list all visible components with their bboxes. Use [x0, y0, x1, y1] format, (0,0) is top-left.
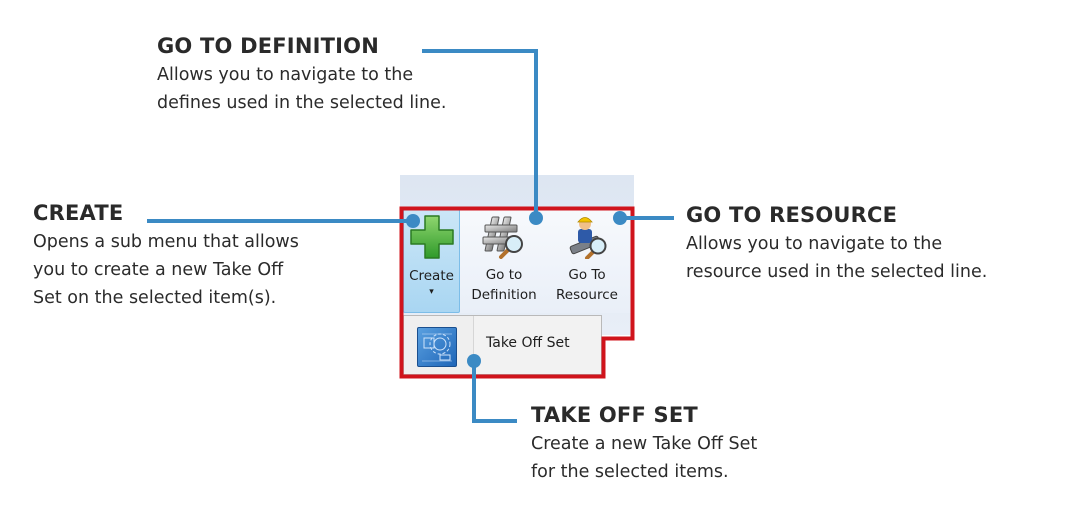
- go-to-definition-label-1: Go to: [485, 267, 523, 283]
- create-button-label: Create: [409, 268, 454, 284]
- callout-go-to-definition: GO TO DEFINITION Allows you to navigate …: [157, 33, 446, 117]
- go-to-definition-button[interactable]: Go to Definition: [463, 209, 545, 313]
- callout-desc-line: Set on the selected item(s).: [33, 288, 277, 308]
- go-to-resource-button[interactable]: Go To Resource: [547, 209, 627, 313]
- callout-description: Allows you to navigate to the defines us…: [157, 61, 446, 117]
- callout-desc-line: resource used in the selected line.: [686, 262, 988, 282]
- callout-title: TAKE OFF SET: [531, 403, 698, 427]
- callout-desc-line: you to create a new Take Off: [33, 260, 284, 280]
- create-button[interactable]: Create ▾: [403, 209, 460, 313]
- callout-desc-line: Allows you to navigate to the: [157, 65, 414, 85]
- hash-magnifier-icon: [482, 216, 523, 259]
- go-to-definition-label-2: Definition: [471, 287, 537, 303]
- create-submenu: Take Off Set: [403, 315, 602, 375]
- callout-take-off-set: TAKE OFF SET Create a new Take Off Set f…: [531, 402, 757, 486]
- chevron-down-icon: ▾: [429, 287, 434, 297]
- callout-title: GO TO RESOURCE: [686, 203, 898, 227]
- callout-create: CREATE Opens a sub menu that allows you …: [33, 200, 299, 312]
- callout-description: Allows you to navigate to the resource u…: [686, 230, 987, 286]
- go-to-resource-label-1: Go To: [568, 267, 606, 283]
- callout-desc-line: defines used in the selected line.: [157, 93, 447, 113]
- submenu-item-take-off-set[interactable]: Take Off Set: [486, 335, 570, 351]
- go-to-resource-label-2: Resource: [556, 287, 618, 303]
- callout-title: GO TO DEFINITION: [157, 34, 379, 58]
- callout-description: Create a new Take Off Set for the select…: [531, 430, 757, 486]
- callout-title: CREATE: [33, 201, 124, 225]
- callout-desc-line: Allows you to navigate to the: [686, 234, 943, 254]
- callout-go-to-resource: GO TO RESOURCE Allows you to navigate to…: [686, 202, 987, 286]
- green-plus-icon: [409, 215, 454, 259]
- worker-magnifier-icon: [569, 217, 607, 259]
- callout-description: Opens a sub menu that allows you to crea…: [33, 228, 299, 312]
- takeoff-set-icon: [417, 327, 457, 367]
- callout-desc-line: Opens a sub menu that allows: [33, 232, 299, 252]
- callout-desc-line: Create a new Take Off Set: [531, 434, 758, 454]
- ribbon-group: Create ▾ Go to Definition: [403, 209, 631, 313]
- callout-desc-line: for the selected items.: [531, 462, 729, 482]
